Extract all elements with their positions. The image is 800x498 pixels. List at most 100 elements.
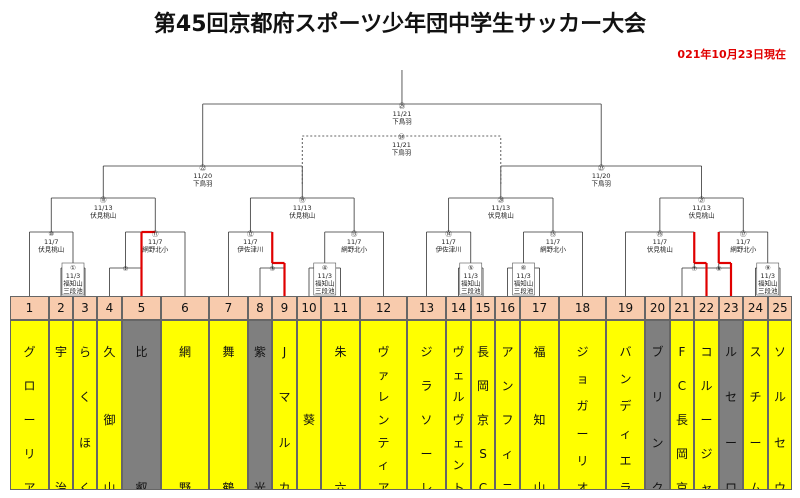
team-name-char: J xyxy=(282,345,287,359)
team-name-13: ジラソーレ xyxy=(407,320,446,490)
team-name-char: ラ xyxy=(420,379,433,393)
team-name-char: 紫 xyxy=(253,345,266,359)
team-name-char: デ xyxy=(619,399,632,414)
team-name-char: ら xyxy=(78,345,91,359)
match-number: ⑰ xyxy=(740,230,747,238)
match-detail: 三段池 xyxy=(461,286,481,295)
match-number: ② xyxy=(123,265,129,273)
match-box xyxy=(313,262,337,296)
team-name-char: く xyxy=(78,390,91,405)
match-number: ③ xyxy=(269,265,275,273)
match-number: ⑤ xyxy=(468,264,474,272)
match-detail: 下鳥羽 xyxy=(392,117,412,126)
match-detail: 福知山 xyxy=(315,279,335,288)
team-name-char: ロ xyxy=(23,379,36,393)
team-name-char: ジ xyxy=(420,345,433,359)
match-box xyxy=(61,262,85,296)
match-detail: 下鳥羽 xyxy=(591,179,611,188)
team-number-22: 22 xyxy=(694,296,719,320)
match-detail: 11/7 xyxy=(148,238,163,246)
team-name-char: ニ xyxy=(501,481,514,490)
team-name-char: 叡 xyxy=(135,481,148,490)
team-name-18: ジョガーリオ xyxy=(559,320,606,490)
team-name-4: 久御山 xyxy=(97,320,122,490)
match-number: ① xyxy=(70,264,76,272)
team-name-char: 鶴 xyxy=(222,481,235,490)
match-detail: 11/13 xyxy=(293,204,312,212)
team-number-10: 10 xyxy=(297,296,321,320)
match-number: ⑳ xyxy=(498,196,505,204)
team-name-char: カ xyxy=(278,480,291,490)
team-name-25: ソルセウ xyxy=(768,320,792,490)
match-detail: 11/13 xyxy=(491,204,510,212)
team-name-char: ン xyxy=(651,435,664,450)
team-name-22: コルージャ xyxy=(694,320,719,490)
team-name-char: ジ xyxy=(576,345,589,359)
team-name-char: ヴ xyxy=(377,345,390,359)
team-name-char: 岡 xyxy=(675,447,688,461)
team-name-char: C xyxy=(677,379,687,393)
team-number-2: 2 xyxy=(49,296,73,320)
team-number-13: 13 xyxy=(407,296,446,320)
team-name-char: リ xyxy=(23,447,36,461)
team-name-char: 舞 xyxy=(222,345,235,359)
team-name-char: リ xyxy=(576,453,589,468)
match-detail: 伏見桃山 xyxy=(90,211,116,220)
team-name-char: エ xyxy=(619,453,632,468)
match-detail: 11/20 xyxy=(193,172,212,180)
team-name-char: 長 xyxy=(675,413,688,427)
match-number: ㉑ xyxy=(698,196,705,204)
match-detail: 三段池 xyxy=(758,286,778,295)
team-name-char xyxy=(210,413,247,427)
match-box xyxy=(756,262,780,296)
team-name-char: ラ xyxy=(619,480,632,490)
team-name-char: 野 xyxy=(178,481,191,490)
team-name-char: ム xyxy=(749,480,762,490)
match-detail: 11/3 xyxy=(317,272,332,280)
team-name-char: ェ xyxy=(452,367,465,382)
match-detail: 伏見桃山 xyxy=(689,211,715,220)
team-name-char: ァ xyxy=(377,367,390,382)
match-detail: 11/7 xyxy=(44,238,59,246)
team-name-char: ル xyxy=(700,379,713,393)
team-name-8: 紫光 xyxy=(248,320,272,490)
team-number-1: 1 xyxy=(10,296,49,320)
team-name-char: テ xyxy=(377,435,390,450)
team-name-char: 治 xyxy=(54,481,67,490)
team-name-char: ア xyxy=(23,481,36,490)
match-detail: 下鳥羽 xyxy=(392,148,412,157)
team-number-17: 17 xyxy=(520,296,559,320)
team-name-char: グ xyxy=(23,345,36,359)
team-name-5: 比叡 xyxy=(122,320,161,490)
team-name-char: コ xyxy=(700,345,713,359)
match-number: ⑪ xyxy=(152,230,159,238)
team-number-5: 5 xyxy=(122,296,161,320)
match-number: ⑮ xyxy=(550,230,557,238)
team-name-char: ル xyxy=(724,345,737,359)
match-detail: 下鳥羽 xyxy=(193,179,213,188)
team-name-19: バンディエラ xyxy=(606,320,645,490)
team-name-char: ト xyxy=(452,480,465,490)
match-label: ⑧ xyxy=(716,265,722,273)
team-number-25: 25 xyxy=(768,296,792,320)
team-number-19: 19 xyxy=(606,296,645,320)
team-name-17: 福知山 xyxy=(520,320,559,490)
team-name-char: ア xyxy=(501,345,514,359)
team-name-char xyxy=(298,345,320,359)
match-detail: 網野北小 xyxy=(540,245,567,254)
team-name-char: 京 xyxy=(675,481,688,490)
team-name-char: リ xyxy=(651,390,664,405)
team-name-14: ヴェルヴェント xyxy=(446,320,471,490)
team-name-6: 網野 xyxy=(161,320,209,490)
team-number-4: 4 xyxy=(97,296,122,320)
match-label: ⑦ xyxy=(691,265,697,273)
